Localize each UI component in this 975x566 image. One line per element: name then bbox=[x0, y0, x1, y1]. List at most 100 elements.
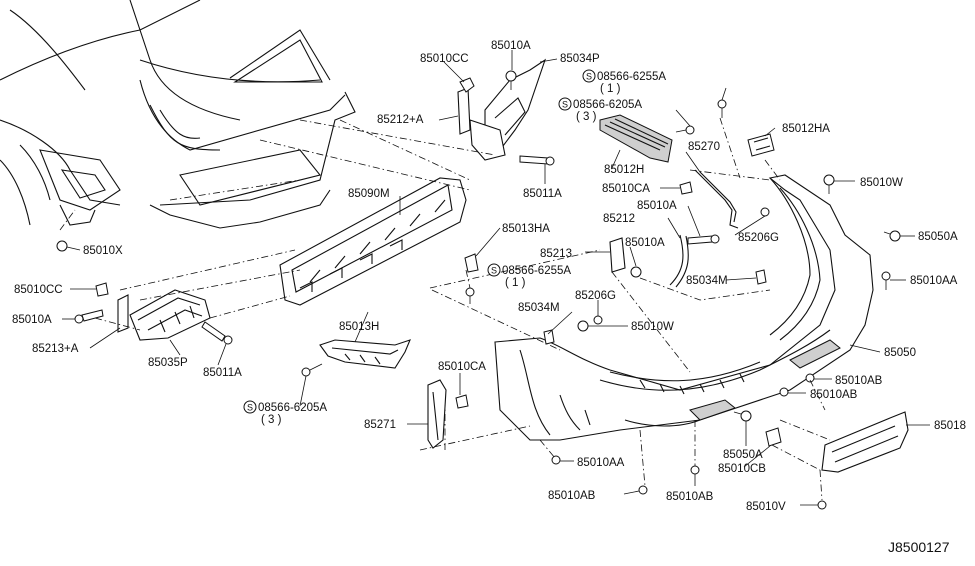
label-85010AA-bottom[interactable]: 85010AA bbox=[577, 457, 625, 469]
label-08566-6255A-mid[interactable]: 08566-6255A bbox=[502, 265, 571, 277]
label-qty1-mid[interactable]: ( 1 ) bbox=[505, 277, 526, 289]
label-85011A-left[interactable]: 85011A bbox=[203, 367, 242, 379]
svg-text:S: S bbox=[491, 266, 497, 276]
bracket-85013H[interactable] bbox=[319, 339, 411, 369]
screw-85010AB-b2[interactable] bbox=[690, 465, 700, 475]
label-85010CC-top[interactable]: 85010CC bbox=[420, 53, 469, 65]
rivet-85206G-right[interactable] bbox=[760, 207, 770, 217]
bolt-85050A-right[interactable] bbox=[883, 230, 901, 242]
label-85010A-top[interactable]: 85010A bbox=[491, 40, 531, 52]
label-85212[interactable]: 85212 bbox=[603, 213, 635, 225]
label-85018[interactable]: 85018 bbox=[934, 420, 966, 432]
clip-85010W-right[interactable] bbox=[823, 174, 835, 194]
clip-85012HA[interactable] bbox=[747, 133, 775, 157]
label-85050A-right[interactable]: 85050A bbox=[918, 231, 958, 243]
clip-85010V[interactable] bbox=[817, 500, 827, 510]
label-85010CA-top[interactable]: 85010CA bbox=[602, 183, 650, 195]
label-85213+A[interactable]: 85213+A bbox=[32, 343, 79, 355]
screw-08566-6205A-top[interactable] bbox=[675, 125, 695, 135]
clip-85034M-mid[interactable] bbox=[543, 329, 555, 345]
screw-08566-6255A-mid[interactable] bbox=[465, 287, 475, 304]
bolt-85011A-left[interactable] bbox=[201, 321, 233, 345]
label-85010AA-right[interactable]: 85010AA bbox=[910, 275, 958, 287]
cover-85018[interactable] bbox=[821, 411, 909, 473]
screw-85010AB-r2[interactable] bbox=[779, 387, 789, 397]
label-85271[interactable]: 85271 bbox=[364, 419, 396, 431]
label-85012H[interactable]: 85012H bbox=[604, 164, 644, 176]
label-85034P[interactable]: 85034P bbox=[560, 53, 600, 65]
bracket-85034P[interactable] bbox=[469, 58, 547, 161]
label-85034M-mid[interactable]: 85034M bbox=[518, 302, 560, 314]
bracket-85212+A[interactable] bbox=[457, 87, 471, 135]
clip-85010W-mid[interactable] bbox=[577, 320, 589, 332]
label-85090M[interactable]: 85090M bbox=[348, 188, 390, 200]
bolt-85010A-left[interactable] bbox=[74, 309, 104, 324]
screw-85010AB-r1[interactable] bbox=[805, 373, 815, 383]
label-85010A-mid[interactable]: 85010A bbox=[637, 200, 677, 212]
label-85012HA[interactable]: 85012HA bbox=[782, 123, 830, 135]
label-85035P[interactable]: 85035P bbox=[148, 357, 188, 369]
clip-85010CB[interactable] bbox=[765, 427, 782, 447]
clip-85010A-small[interactable] bbox=[630, 266, 642, 278]
label-qty3-bottom[interactable]: ( 3 ) bbox=[261, 414, 282, 426]
label-85010AB-b1[interactable]: 85010AB bbox=[548, 490, 596, 502]
label-85010V[interactable]: 85010V bbox=[746, 501, 786, 513]
label-85010A-small[interactable]: 85010A bbox=[625, 237, 665, 249]
label-85010CA-mid[interactable]: 85010CA bbox=[438, 361, 486, 373]
label-85010AB-r2[interactable]: 85010AB bbox=[810, 389, 858, 401]
s-symbol-top-2: S bbox=[558, 97, 572, 111]
grille-85012H[interactable] bbox=[599, 114, 673, 163]
label-85034M-right[interactable]: 85034M bbox=[686, 275, 728, 287]
screw-08566-6255A-top[interactable] bbox=[717, 99, 727, 118]
bracket-85035P[interactable] bbox=[129, 289, 211, 341]
label-85010AB-r1[interactable]: 85010AB bbox=[835, 375, 883, 387]
bracket-85213[interactable] bbox=[609, 237, 626, 273]
label-qty1-top[interactable]: ( 1 ) bbox=[600, 83, 621, 95]
stay-85271[interactable] bbox=[427, 379, 447, 449]
bumper-fascia-85022[interactable] bbox=[494, 174, 874, 441]
screw-85010AA-bottom[interactable] bbox=[551, 455, 561, 465]
label-08566-6205A-bottom[interactable]: 08566-6205A bbox=[258, 402, 327, 414]
label-08566-6205A-top[interactable]: 08566-6205A bbox=[573, 99, 642, 111]
label-85212+A[interactable]: 85212+A bbox=[377, 114, 424, 126]
bracket-85212[interactable] bbox=[669, 234, 689, 288]
bracket-85213+A[interactable] bbox=[117, 294, 129, 333]
absorber-85090M[interactable] bbox=[279, 177, 467, 306]
s-symbol-mid: S bbox=[487, 263, 501, 277]
label-qty3-top[interactable]: ( 3 ) bbox=[576, 111, 597, 123]
label-85050[interactable]: 85050 bbox=[884, 347, 916, 359]
label-08566-6255A-top[interactable]: 08566-6255A bbox=[597, 71, 666, 83]
label-85010W-right[interactable]: 85010W bbox=[860, 177, 903, 189]
bracket-85270[interactable] bbox=[694, 169, 739, 229]
label-85010A-left[interactable]: 85010A bbox=[12, 314, 52, 326]
screw-08566-6205A-bottom[interactable] bbox=[301, 363, 323, 377]
rivet-85206G-mid[interactable] bbox=[593, 315, 603, 325]
assembly-lines bbox=[59, 117, 831, 501]
label-85050A-bottom[interactable]: 85050A bbox=[723, 449, 763, 461]
label-85011A-top[interactable]: 85011A bbox=[523, 188, 562, 200]
clip-85034M-right[interactable] bbox=[755, 269, 767, 285]
label-85010X[interactable]: 85010X bbox=[83, 245, 123, 257]
svg-text:S: S bbox=[562, 100, 568, 110]
label-85206G-right[interactable]: 85206G bbox=[738, 232, 779, 244]
label-85010W-mid[interactable]: 85010W bbox=[631, 321, 674, 333]
label-85013H[interactable]: 85013H bbox=[339, 321, 379, 333]
bolt-85011A-top[interactable] bbox=[519, 155, 555, 166]
bolt-85050A-bottom[interactable] bbox=[733, 410, 752, 422]
label-85270[interactable]: 85270 bbox=[688, 141, 720, 153]
clip-85010X[interactable] bbox=[56, 240, 68, 252]
label-85010AB-b2[interactable]: 85010AB bbox=[666, 491, 714, 503]
label-85010CC-left[interactable]: 85010CC bbox=[14, 284, 63, 296]
label-85010CB[interactable]: 85010CB bbox=[718, 463, 766, 475]
label-85213[interactable]: 85213 bbox=[540, 248, 572, 260]
bolt-85010A-mid[interactable] bbox=[687, 234, 720, 245]
label-85206G-mid[interactable]: 85206G bbox=[575, 290, 616, 302]
clip-85010CA-mid[interactable] bbox=[455, 394, 469, 409]
clip-85010CC-left[interactable] bbox=[95, 282, 109, 297]
bolt-85010A-top[interactable] bbox=[505, 70, 517, 90]
clip-85010CA-top[interactable] bbox=[679, 181, 693, 195]
label-85013HA[interactable]: 85013HA bbox=[502, 223, 550, 235]
screw-85010AB-b1[interactable] bbox=[638, 485, 648, 495]
clip-85013HA[interactable] bbox=[464, 253, 479, 273]
screw-85010AA-right[interactable] bbox=[881, 271, 891, 290]
